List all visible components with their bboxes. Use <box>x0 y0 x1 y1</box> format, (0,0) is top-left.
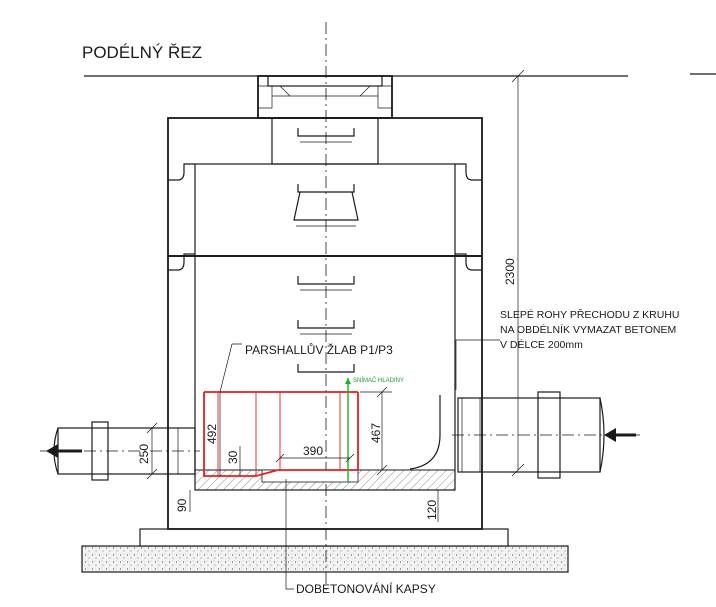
outflow-arrow <box>46 444 82 458</box>
neck-inner <box>271 117 379 165</box>
dim-base-left: 90 <box>175 498 189 512</box>
cover-profile <box>258 85 392 109</box>
joint-groove-left-2 <box>168 253 195 271</box>
dim-flume-length-line <box>275 453 355 463</box>
dim-overall-height-line <box>510 69 526 477</box>
corner-note-line-2: NA OBDÉLNÍK VYMAZAT BETONEM <box>500 323 676 336</box>
infill-label-leader <box>285 479 294 590</box>
dim-base-right: 120 <box>425 500 439 520</box>
joint-groove-left-1 <box>168 163 195 181</box>
parshall-flume <box>203 391 359 477</box>
dim-outlet-pipe: 250 <box>137 444 151 464</box>
dim-water-height: 467 <box>369 423 383 443</box>
joint-groove-right-1 <box>455 163 482 181</box>
rounded-corner-fill <box>409 395 441 470</box>
dim-flume-height: 492 <box>205 424 219 444</box>
corner-note-line-1: SLEPÉ ROHY PŘECHODU Z KRUHU <box>500 308 680 321</box>
sensor-label: SNÍMAČ HLADINY <box>353 377 404 384</box>
dim-water-height-line <box>360 386 392 476</box>
upper-chamber-inner <box>194 163 456 257</box>
cover-frame <box>257 75 393 119</box>
cover-lid <box>267 75 383 87</box>
gravel-bed <box>81 545 569 573</box>
infill-label: DOBETONOVÁNÍ KAPSY <box>296 581 436 596</box>
dim-step: 30 <box>226 450 240 464</box>
upper-chamber-outer <box>167 117 483 257</box>
flume-label-leader <box>219 343 242 393</box>
level-sensor <box>345 378 351 482</box>
inflow-arrow <box>604 428 636 442</box>
corner-note-line-3: V DÉLCE 200mm <box>500 338 583 351</box>
neck-shaft <box>271 117 379 165</box>
dim-flume-length: 390 <box>303 444 323 458</box>
corner-note-leader <box>455 339 500 390</box>
drawing-title: PODÉLNÝ ŘEZ <box>82 43 202 62</box>
dim-overall-height: 2300 <box>503 258 517 285</box>
joint-groove-right-2 <box>455 253 482 271</box>
flume-label: PARSHALLŮV ŽLAB P1/P3 <box>245 342 393 357</box>
dim-outlet-pipe-line <box>146 422 158 480</box>
channel-infill-pocket <box>261 469 359 483</box>
concrete-base <box>139 528 509 547</box>
